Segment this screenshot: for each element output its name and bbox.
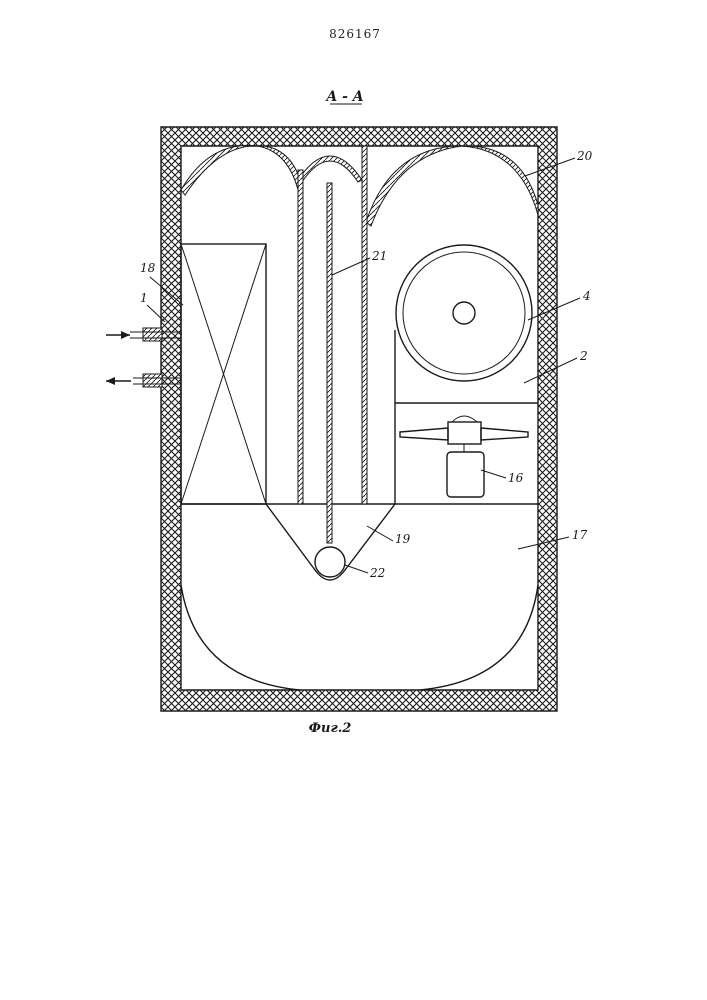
callout-4: 4 [582,289,591,303]
callout-16: 16 [508,471,524,485]
document-number: 826167 [329,27,381,41]
callout-2: 2 [579,349,588,363]
baffle-right [362,146,367,504]
callout-18: 18 [140,261,156,275]
drum [396,245,532,381]
callout-17: 17 [572,528,588,542]
roller [315,547,345,577]
callout-20: 20 [576,149,593,163]
callout-19: 19 [395,532,411,546]
baffle-left [298,170,303,504]
guide-vane-right [366,146,462,226]
section-label: A - A [324,89,363,105]
figure-caption: Фиг.2 [309,721,352,736]
housing-insulated-wall [161,127,557,711]
guide-vane-center [298,156,362,182]
guide-vane-left-2 [258,146,303,190]
guide-vane-corner [462,146,538,215]
guide-vane-left [181,145,262,195]
callout-1: 1 [140,291,148,305]
callout-22: 22 [369,566,385,580]
lower-air-channel [181,585,538,690]
callout-21: 21 [371,249,387,263]
heat-exchanger [181,244,266,504]
central-pipe-21 [327,183,332,543]
